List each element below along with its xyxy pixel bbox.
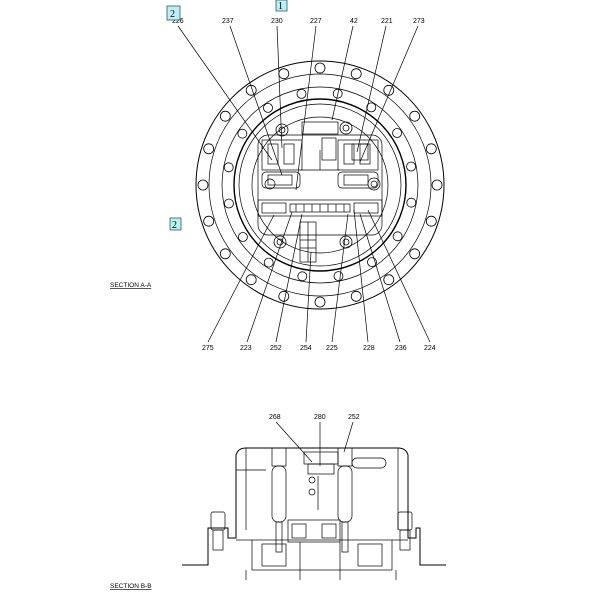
inner-mechanism [257,121,383,263]
inner-bolt-hole [332,88,343,99]
outer-bolt-hole [203,143,215,155]
svg-text:2: 2 [172,220,177,231]
section-b-drawing [182,421,446,580]
outer-bolt-hole [278,68,290,80]
inner-bolt-hole [263,257,274,268]
part-label-254: 254 [300,345,312,352]
inner-bolt-hole [406,161,417,172]
section-a-drawing: 237 230 227 42 221 273 226 275 223 252 2… [110,18,445,352]
inner-bolt-hole [392,128,403,138]
inner-bolt-hole [392,231,403,242]
outer-bolt-hole [245,84,257,96]
outer-bolt-hole [314,296,326,308]
callout-badge-top-left: 2 [166,5,181,21]
svg-text:1: 1 [278,1,283,12]
part-label-273: 273 [413,18,425,25]
outer-bolt-holes [197,62,443,308]
part-label-237: 237 [222,18,234,25]
part-label-275: 275 [202,345,214,352]
outer-flange-ring [195,60,445,310]
inner-bolt-hole [263,103,273,113]
svg-text:2: 2 [170,9,175,20]
outer-bolt-hole [425,143,437,155]
mounting-boss [275,123,289,137]
outer-bolt-hole [203,215,215,227]
outer-bolt-hole [431,179,443,191]
inner-bolt-holes [223,88,417,282]
outer-bolt-hole [197,179,209,191]
outer-bolt-hole [219,248,231,260]
inner-bolt-hole [237,232,248,242]
inner-bolt-hole [237,128,248,139]
outer-bolt-hole [219,110,231,122]
inner-bolt-hole [367,257,377,268]
outer-bolt-hole [350,68,362,80]
outer-bolt-hole [350,290,362,302]
section-a-title: SECTION A-A [110,282,152,289]
part-label-236: 236 [395,345,407,352]
mounting-boss [278,126,286,134]
part-label-280: 280 [314,414,326,421]
mounting-boss [342,124,350,132]
inner-bolt-hole [297,271,308,282]
section-b-title: SECTION B-B [110,583,152,590]
inner-bolt-hole [223,162,234,173]
inner-bolt-hole [333,271,344,282]
housing-ring [233,98,407,272]
callout-badge-top-center: 1 [275,0,288,12]
inner-bolt-hole [296,89,307,99]
part-label-225: 225 [326,345,338,352]
callout-badge-left: 2 [169,217,182,231]
leader-lines [177,25,431,343]
part-label-224: 224 [424,345,436,352]
part-label-228: 228 [363,345,375,352]
part-label-252: 252 [270,345,282,352]
housing-inner-ring [238,103,402,267]
mounting-boss [339,235,353,249]
part-label-227: 227 [310,18,322,25]
outer-bolt-hole [409,248,421,260]
outer-bolt-hole [383,274,395,286]
inner-bolt-hole [223,198,234,209]
part-label-223: 223 [240,345,252,352]
mounting-boss [273,235,287,249]
mounting-boss [342,238,350,246]
outer-bolt-hole [245,274,257,286]
outer-bolt-hole [278,290,290,302]
outer-bolt-hole [409,110,421,122]
inner-body-ring [251,116,389,254]
outer-bolt-hole [425,215,437,227]
mounting-boss [276,238,284,246]
inner-bolt-hole [366,102,377,113]
part-label-252-b: 252 [348,414,360,421]
outer-bolt-hole [314,62,326,74]
part-label-226-partial: 226 [172,18,184,25]
part-label-42: 42 [350,18,358,25]
flange-inner-ring [208,73,432,297]
bolt-circle-ring [221,86,419,284]
part-label-221: 221 [381,18,393,25]
inner-bolt-hole [406,197,417,208]
mounting-boss [339,121,353,135]
part-label-268: 268 [269,414,281,421]
part-label-230: 230 [271,18,283,25]
